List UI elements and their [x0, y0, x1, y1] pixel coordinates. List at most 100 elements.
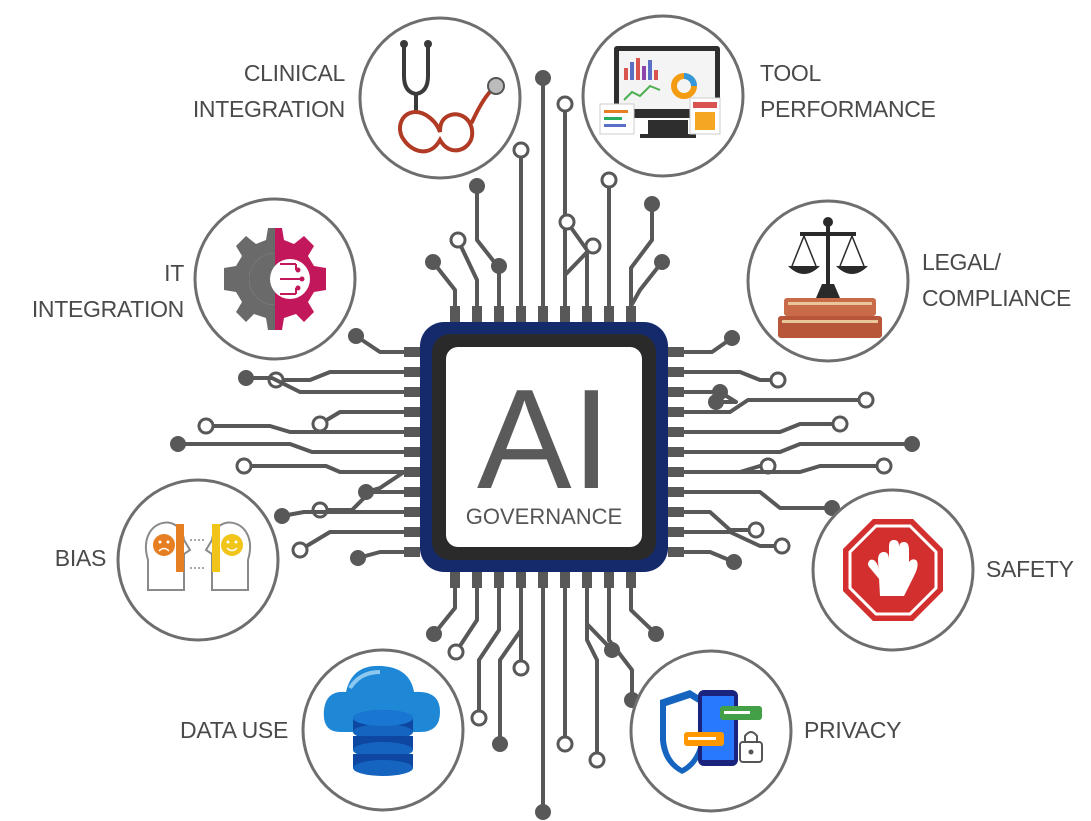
- circuit-trace: [475, 184, 501, 308]
- chip-pin: [404, 507, 420, 517]
- trace-dot-terminal: [726, 554, 742, 570]
- chip-pin: [604, 572, 614, 588]
- chip-pin: [404, 347, 420, 357]
- trace-ring-terminal: [857, 391, 875, 409]
- trace-ring-terminal: [747, 521, 765, 539]
- circuit-trace: [432, 586, 457, 636]
- stop-hand-icon: [843, 519, 943, 621]
- chip-pin: [404, 367, 420, 377]
- label-privacy: PRIVACY: [804, 713, 924, 749]
- circuit-trace: [682, 336, 734, 354]
- trace-dot-terminal: [274, 508, 290, 524]
- circuit-trace: [498, 586, 523, 746]
- dashboard-monitor-icon: [599, 46, 721, 138]
- circuit-trace: [682, 550, 736, 564]
- trace-dot-terminal: [348, 328, 364, 344]
- label-tool-performance: TOOL PERFORMANCE: [760, 56, 960, 127]
- chip-pin: [450, 572, 460, 588]
- circuit-trace: [682, 422, 842, 434]
- trace-ring-terminal: [556, 95, 574, 113]
- node-data-use: [301, 648, 465, 812]
- circuit-trace: [456, 238, 479, 308]
- chip-pin: [472, 306, 482, 322]
- circuit-trace: [354, 334, 406, 354]
- label-safety: SAFETY: [986, 552, 1086, 588]
- circuit-trace: [454, 586, 479, 654]
- chip-pin: [668, 547, 684, 557]
- trace-dot-terminal: [712, 384, 728, 400]
- chip-pin: [494, 572, 504, 588]
- label-it-integration: IT INTEGRATION: [8, 256, 184, 327]
- node-safety: [811, 488, 975, 652]
- label-privacy-line1: PRIVACY: [804, 717, 902, 743]
- circuit-trace: [607, 586, 634, 702]
- trace-ring-terminal: [512, 659, 530, 677]
- trace-dot-terminal: [654, 254, 670, 270]
- trace-ring-terminal: [588, 751, 606, 769]
- circuit-trace: [682, 510, 758, 532]
- circuit-trace: [629, 586, 658, 636]
- circuit-trace: [563, 244, 595, 308]
- label-bias-line1: BIAS: [54, 545, 107, 571]
- label-safety-line1: SAFETY: [986, 556, 1074, 582]
- label-it-line2: INTEGRATION: [31, 295, 184, 322]
- trace-dot-terminal: [644, 196, 660, 212]
- chip-pin: [404, 387, 420, 397]
- chip-pin: [668, 487, 684, 497]
- chip-pin: [668, 507, 684, 517]
- trace-ring-terminal: [311, 415, 329, 433]
- scales-of-justice-icon: [778, 217, 882, 338]
- label-data-line1: DATA USE: [180, 717, 288, 743]
- chip-pin: [516, 572, 526, 588]
- trace-dot-terminal: [426, 626, 442, 642]
- node-privacy: [629, 649, 793, 813]
- circuit-trace: [176, 442, 406, 454]
- chip-pin: [404, 487, 420, 497]
- trace-dot-terminal: [358, 484, 374, 500]
- circuit-trace: [629, 202, 654, 308]
- label-tool-line2: PERFORMANCE: [760, 95, 936, 122]
- node-tool-performance: [581, 14, 745, 178]
- trace-ring-terminal: [875, 457, 893, 475]
- circuit-trace: [280, 510, 406, 518]
- chip-pin: [404, 447, 420, 457]
- chip-pin: [668, 407, 684, 417]
- trace-dot-terminal: [469, 178, 485, 194]
- trace-ring-terminal: [558, 213, 576, 231]
- label-data-use: DATA USE: [140, 713, 288, 749]
- node-it-integration: [193, 197, 357, 361]
- trace-dot-terminal: [648, 626, 664, 642]
- label-clinical-line1: CLINICAL: [243, 60, 345, 86]
- gear-circuit-icon: [224, 228, 326, 330]
- trace-ring-terminal: [512, 141, 530, 159]
- chip-pin: [582, 572, 592, 588]
- chip-pin: [668, 347, 684, 357]
- chip-pin: [404, 407, 420, 417]
- chip-pin: [404, 527, 420, 537]
- chip-pin: [604, 306, 614, 322]
- circuit-traces: [170, 70, 920, 820]
- chip-pin: [582, 306, 592, 322]
- chip-title: AI: [477, 360, 611, 519]
- chip-pin: [538, 572, 548, 588]
- label-legal-line2: COMPLIANCE: [922, 284, 1072, 311]
- trace-dot-terminal: [350, 550, 366, 566]
- circuit-trace: [318, 410, 406, 426]
- chip-pin: [560, 572, 570, 588]
- circuit-trace: [242, 464, 406, 474]
- circuit-trace: [431, 260, 457, 308]
- chip-pin: [450, 306, 460, 322]
- label-tool-line1: TOOL: [760, 60, 822, 86]
- trace-ring-terminal: [291, 541, 309, 559]
- node-legal-compliance: [746, 199, 910, 363]
- trace-ring-terminal: [449, 231, 467, 249]
- trace-dot-terminal: [904, 436, 920, 452]
- node-clinical-integration: [358, 16, 522, 180]
- trace-ring-terminal: [584, 237, 602, 255]
- chip-pin: [668, 427, 684, 437]
- chip-pin: [668, 467, 684, 477]
- label-clinical-integration: CLINICAL INTEGRATION: [150, 56, 345, 127]
- chip-pin: [404, 427, 420, 437]
- circuit-trace: [682, 530, 784, 548]
